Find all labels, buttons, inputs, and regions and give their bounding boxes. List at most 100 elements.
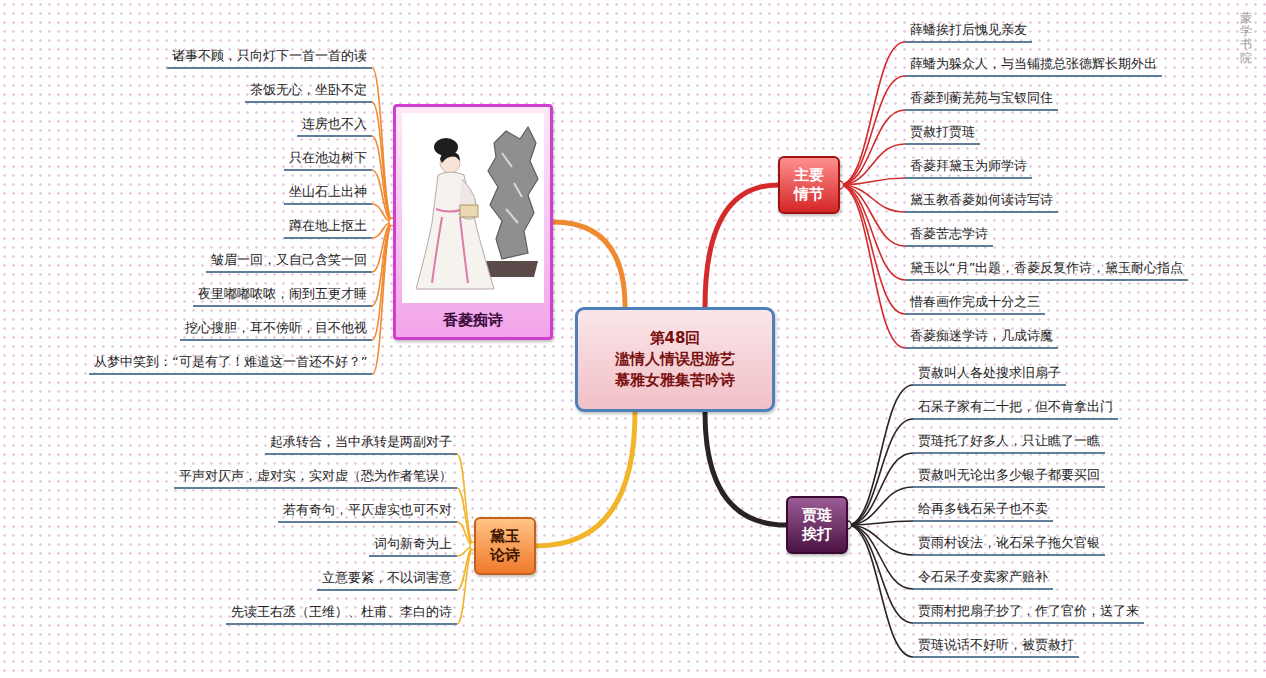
- topic-text: 若有奇句，平仄虚实也可不对: [283, 502, 452, 517]
- leaf-topic: 连房也不入: [297, 114, 372, 137]
- topic-text: 诸事不顾，只向灯下一首一首的读: [172, 48, 367, 63]
- branch-connector: [848, 525, 914, 657]
- leaf-topic: 贾赦叫无论出多少银子都要买回: [913, 465, 1105, 488]
- branch-connector: [372, 222, 393, 374]
- leaf-topic: 令石呆子变卖家产赔补: [913, 567, 1053, 590]
- branch-connector: [372, 102, 393, 222]
- topic-text: 只在池边树下: [289, 150, 367, 165]
- leaf-topic: 从梦中笑到：“可是有了！难道这一首还不好？”: [89, 352, 372, 375]
- leaf-topic: 香菱拜黛玉为师学诗: [905, 156, 1032, 179]
- leaf-topic: 贾赦叫人各处搜求旧扇子: [913, 363, 1066, 386]
- topic-text: 贾琏说话不好听，被贾赦打: [918, 637, 1074, 652]
- topic-text: 主要情节: [793, 166, 825, 204]
- branch-connector: [840, 144, 906, 185]
- branch-connector: [840, 76, 906, 185]
- topic-text: 薛蟠挨打后愧见亲友: [910, 22, 1027, 37]
- leaf-topic: 起承转合，当中承转是两副对子: [265, 432, 457, 455]
- branch-connector: [840, 185, 906, 314]
- leaf-topic: 给再多钱石呆子也不卖: [913, 499, 1053, 522]
- hair: [440, 151, 460, 163]
- branch-connector: [457, 546, 474, 624]
- leaf-topic: 平声对仄声，虚对实，实对虚（恐为作者笔误）: [174, 466, 457, 489]
- leaf-topic: 诸事不顾，只向灯下一首一首的读: [167, 46, 372, 69]
- topic-text: 贾雨村把扇子抄了，作了官价，送了来: [918, 603, 1139, 618]
- leaf-topic: 贾赦打贾琏: [905, 122, 980, 145]
- topic-text: 石呆子家有二十把，但不肯拿出门: [918, 399, 1113, 414]
- topic-text: 皱眉一回，又自己含笑一回: [211, 252, 367, 267]
- illustration-panel: [402, 113, 544, 303]
- leaf-topic: 香菱苦志学诗: [905, 224, 993, 247]
- book: [460, 205, 478, 217]
- topic-text: 挖心搜胆，耳不傍听，目不他视: [185, 320, 367, 335]
- leaf-topic: 先读王右丞（王维）、杜甫、李白的诗: [226, 602, 457, 625]
- topic-text: 令石呆子变卖家产赔补: [918, 569, 1048, 584]
- leaf-topic: 黛玉教香菱如何读诗写诗: [905, 190, 1058, 213]
- topic-text: 黛玉以“月”出题，香菱反复作诗，黛玉耐心指点: [910, 260, 1183, 275]
- illustrated-topic: 香菱痴诗: [393, 104, 553, 340]
- topic-text: 连房也不入: [302, 116, 367, 131]
- branch-connector: [848, 453, 914, 525]
- leaf-topic: 薛蟠为躲众人，与当铺揽总张德辉长期外出: [905, 54, 1162, 77]
- leaf-topic: 石呆子家有二十把，但不肯拿出门: [913, 397, 1118, 420]
- branch-connector: [840, 185, 906, 246]
- branch-connector: [536, 412, 636, 546]
- leaf-topic: 皱眉一回，又自己含笑一回: [206, 250, 372, 273]
- topic-text: 平声对仄声，虚对实，实对虚（恐为作者笔误）: [179, 468, 452, 483]
- branch-topic: 黛玉论诗: [474, 517, 536, 575]
- branch-topic: 贾琏挨打: [786, 496, 848, 554]
- sash: [432, 207, 468, 283]
- branch-connector: [840, 178, 906, 185]
- topic-text: 贾雨村设法，讹石呆子拖欠官银: [918, 535, 1100, 550]
- branch-connector: [372, 136, 393, 222]
- topic-text: 起承转合，当中承转是两副对子: [270, 434, 452, 449]
- leaf-topic: 香菱痴迷学诗，几成诗魔: [905, 326, 1058, 349]
- branch-connector: [840, 42, 906, 185]
- leaf-topic: 贾琏托了好多人，只让瞧了一瞧: [913, 431, 1105, 454]
- leaf-topic: 贾琏说话不好听，被贾赦打: [913, 635, 1079, 658]
- branch-connector: [553, 222, 625, 307]
- leaf-topic: 惜春画作完成十分之三: [905, 292, 1045, 315]
- topic-text: 贾赦叫人各处搜求旧扇子: [918, 365, 1061, 380]
- topic-text: 立意要紧，不以词害意: [322, 570, 452, 585]
- branch-topic: 主要情节: [778, 156, 840, 214]
- topic-text: 贾赦打贾琏: [910, 124, 975, 139]
- topic-text: 香菱到蘅芜苑与宝钗同住: [910, 90, 1053, 105]
- branch-connector: [840, 110, 906, 185]
- branch-connector: [848, 487, 914, 525]
- leaf-topic: 黛玉以“月”出题，香菱反复作诗，黛玉耐心指点: [905, 258, 1188, 281]
- branch-connector: [848, 385, 914, 525]
- topic-text: 贾琏挨打: [801, 506, 833, 544]
- topic-text: 香菱拜黛玉为师学诗: [910, 158, 1027, 173]
- branch-connector: [840, 185, 906, 348]
- branch-connector: [848, 521, 914, 525]
- topic-text: 先读王右丞（王维）、杜甫、李白的诗: [231, 604, 452, 619]
- leaf-topic: 夜里嘟嘟哝哝，闹到五更才睡: [193, 284, 372, 307]
- topic-text: 惜春画作完成十分之三: [910, 294, 1040, 309]
- rock-figure: [488, 127, 538, 259]
- rock-stand: [486, 261, 538, 277]
- topic-text: 茶饭无心，坐卧不定: [250, 82, 367, 97]
- leaf-topic: 香菱到蘅芜苑与宝钗同住: [905, 88, 1058, 111]
- branch-connector: [372, 170, 393, 222]
- central-topic: 第48回 滥情人情误思游艺 慕雅女雅集苦吟诗: [575, 307, 775, 412]
- topic-text: 香菱痴诗: [443, 311, 503, 330]
- topic-text: 坐山石上出神: [289, 184, 367, 199]
- leaf-topic: 坐山石上出神: [284, 182, 372, 205]
- topic-text: 黛玉论诗: [489, 527, 521, 565]
- leaf-topic: 茶饭无心，坐卧不定: [245, 80, 372, 103]
- topic-text: 给再多钱石呆子也不卖: [918, 501, 1048, 516]
- leaf-topic: 挖心搜胆，耳不傍听，目不他视: [180, 318, 372, 341]
- topic-text: 词句新奇为上: [374, 536, 452, 551]
- robe: [416, 172, 494, 289]
- branch-connector: [705, 412, 786, 525]
- branch-connector: [372, 222, 393, 340]
- topic-text: 香菱苦志学诗: [910, 226, 988, 241]
- topic-text: 贾赦叫无论出多少银子都要买回: [918, 467, 1100, 482]
- topic-text: 第48回 滥情人情误思游艺 慕雅女雅集苦吟诗: [605, 328, 745, 391]
- leaf-topic: 贾雨村把扇子抄了，作了官价，送了来: [913, 601, 1144, 624]
- branch-connector: [848, 525, 914, 589]
- topic-text: 贾琏托了好多人，只让瞧了一瞧: [918, 433, 1100, 448]
- leaf-topic: 贾雨村设法，讹石呆子拖欠官银: [913, 533, 1105, 556]
- topic-text: 薛蟠为躲众人，与当铺揽总张德辉长期外出: [910, 56, 1157, 71]
- leaf-topic: 只在池边树下: [284, 148, 372, 171]
